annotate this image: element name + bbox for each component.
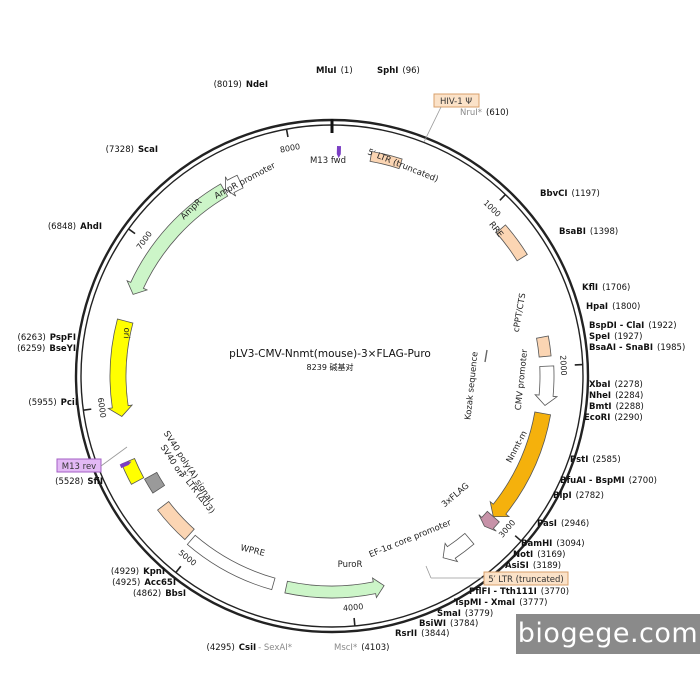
- feature-ampr: [126, 183, 229, 295]
- site-kpn: (4929)KpnI: [111, 567, 165, 577]
- feature-ori: [107, 318, 134, 417]
- tag-ltr-truncated: 5′ LTR (truncated): [425, 565, 569, 586]
- site-bsiw: BsiWI(3784): [419, 619, 478, 629]
- site-mlu: MluI(1): [316, 66, 353, 76]
- feature-flag: [478, 510, 500, 532]
- watermark: biogege.com: [516, 614, 700, 654]
- feature-sv40ori: [143, 471, 166, 494]
- tick-6000: [83, 408, 92, 411]
- tick-label-4000: 4000: [343, 602, 364, 613]
- label-sv40pa: SV40 poly(A) signal: [161, 429, 215, 504]
- feature-nnmt: [489, 411, 552, 518]
- site-bsey: (6259)BseYI: [17, 344, 76, 354]
- site-blp: BlpI(2782): [553, 491, 604, 501]
- tick-label-2000: 2000: [558, 355, 568, 376]
- tick-5000: [175, 565, 182, 574]
- tag-hiv-psi: HIV-1 Ψ: [423, 93, 480, 143]
- primer-m13fwd: [336, 146, 342, 159]
- tick-1000: [499, 193, 506, 201]
- svg-text:5′ LTR (truncated): 5′ LTR (truncated): [488, 575, 563, 585]
- tag-m13-rev: M13 rev: [56, 446, 128, 473]
- feature-cppt: [536, 335, 552, 358]
- tick-label-1000: 1000: [481, 198, 502, 219]
- site-not: NotI(3169): [513, 550, 565, 560]
- tick-label-8000: 8000: [279, 142, 301, 155]
- site-acc65: (4925)Acc65I: [112, 578, 176, 588]
- site-sfi: (5528)SfiI: [55, 477, 103, 487]
- site-bsaai: BsaAI - SnaBI(1985): [589, 343, 685, 353]
- site-pas: PasI(2946): [537, 519, 589, 529]
- primer-m13rev: [119, 461, 132, 469]
- plasmid-backbone-outer: [74, 118, 590, 634]
- site-nru: NruI*(610): [460, 108, 509, 118]
- site-rsr: RsrII(3844): [395, 629, 449, 639]
- site-bbs: (4862)BbsI: [133, 589, 186, 599]
- kozak-marker: [484, 349, 488, 363]
- tick-label-6000: 6000: [96, 397, 108, 418]
- site-msc: MscI*(4103): [334, 643, 389, 653]
- site-sph: SphI(96): [377, 66, 420, 76]
- tick-8000: [285, 129, 289, 138]
- site-sma: SmaI(3779): [437, 609, 493, 619]
- site-bsab: BsaBI(1398): [559, 227, 618, 237]
- label-ampr-prom: AmpR promoter: [213, 161, 278, 202]
- label-wpre: WPRE: [239, 543, 265, 559]
- feature-group: [107, 151, 559, 599]
- label-cppt: cPPT/CTS: [512, 292, 529, 333]
- site-asis: AsiSI(3189): [505, 561, 561, 571]
- plasmid-title: pLV3-CMV-Nnmt(mouse)-3×FLAG-Puro: [229, 348, 431, 360]
- site-pci: (5955)PciI: [28, 398, 78, 408]
- site-bfuai: BfuAI - BspMI(2700): [560, 476, 657, 486]
- tick-label-5000: 5000: [177, 548, 199, 568]
- site-bmt: BmtI(2288): [589, 402, 644, 412]
- restriction-site-group: MluI(1) SphI(96) NruI*(610) BbvCI(1197) BsaB…: [17, 66, 685, 653]
- svg-text:M13 rev: M13 rev: [62, 462, 96, 472]
- svg-text:HIV-1 Ψ: HIV-1 Ψ: [440, 97, 472, 107]
- feature-rre: [495, 224, 528, 262]
- site-ahd: (6848)AhdI: [48, 222, 102, 232]
- site-kfl: KflI(1706): [582, 283, 630, 293]
- feature-ampr-prom: [225, 174, 244, 197]
- plasmid-backbone-inner: [80, 124, 584, 628]
- label-kozak: Kozak sequence: [463, 351, 480, 420]
- site-pflfi: PflFI - Tth111I(3770): [469, 587, 569, 597]
- label-cmv: CMV promoter: [514, 348, 530, 410]
- feature-puror: [284, 577, 385, 599]
- site-bbvc: BbvCI(1197): [540, 189, 600, 199]
- label-ori: ori: [121, 327, 131, 338]
- site-csi: (4295)CsiI- SexAI*: [207, 643, 293, 653]
- plasmid-size: 8239 碱基对: [307, 362, 354, 372]
- primer-group: [119, 146, 342, 469]
- feature-ef1a: [442, 532, 475, 563]
- site-ecor: EcoRI(2290): [584, 413, 643, 423]
- label-ltr5: 5′ LTR (truncated): [366, 147, 440, 185]
- tick-3000: [514, 535, 522, 542]
- site-tspmi: TspMI - XmaI(3777): [454, 598, 547, 608]
- label-m13fwd: M13 fwd: [310, 156, 346, 166]
- site-pspf: (6263)PspFI: [18, 333, 76, 343]
- site-sca: (7328)ScaI: [106, 145, 158, 155]
- site-nhe: NheI(2284): [589, 391, 643, 401]
- tick-label-3000: 3000: [497, 518, 517, 539]
- label-puror: PuroR: [338, 560, 363, 570]
- site-xba: XbaI(2278): [589, 380, 643, 390]
- label-flag: 3xFLAG: [440, 481, 471, 510]
- feature-ltr5-trunc: [369, 151, 403, 170]
- tick-4000: [353, 617, 356, 627]
- site-spe: SpeI(1927): [589, 332, 642, 342]
- tick-7000: [128, 228, 136, 235]
- feature-wpre: [186, 534, 276, 591]
- site-hpa: HpaI(1800): [586, 302, 640, 312]
- site-bamh: BamHI(3094): [521, 539, 585, 549]
- label-ef1a: EF-1α core promoter: [368, 518, 453, 560]
- site-bspdi: BspDI - ClaI(1922): [589, 321, 677, 331]
- site-pst: PstI(2585): [570, 455, 621, 465]
- site-nde: (8019)NdeI: [214, 80, 268, 90]
- feature-ltr3: [157, 500, 195, 541]
- feature-cmv: [534, 365, 559, 406]
